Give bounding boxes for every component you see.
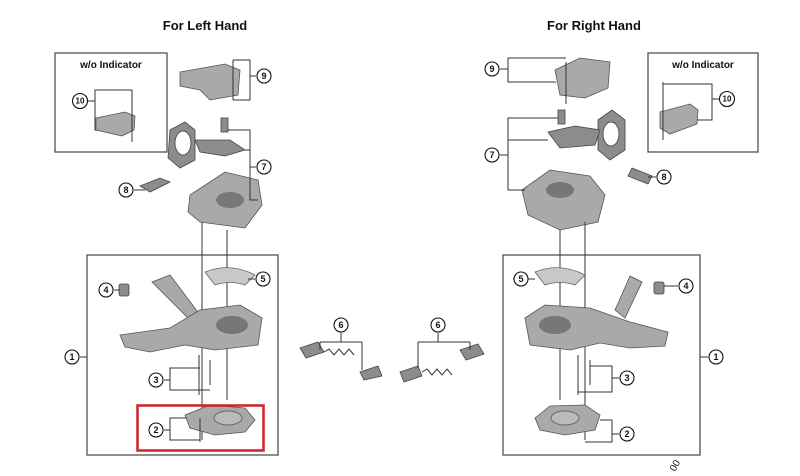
callout-left-10: 10 — [71, 92, 89, 110]
svg-text:5: 5 — [260, 274, 265, 284]
svg-text:5: 5 — [518, 274, 523, 284]
right-parts — [399, 57, 699, 440]
callout-right-7: 7 — [484, 147, 500, 163]
right-hand-heading: For Right Hand — [547, 18, 641, 33]
svg-text:4: 4 — [683, 281, 688, 291]
right-inset-cover — [659, 103, 699, 135]
right-cable-adjuster — [459, 343, 485, 361]
right-clamp-bolt — [627, 167, 653, 185]
right-release-lever — [614, 275, 643, 319]
svg-text:1: 1 — [713, 352, 718, 362]
callout-right-4: 4 — [678, 278, 694, 294]
svg-text:2: 2 — [153, 425, 158, 435]
callout-left-3: 3 — [148, 372, 164, 388]
svg-text:8: 8 — [661, 172, 666, 182]
callout-left-9: 9 — [256, 68, 272, 84]
right-indicator-cover — [554, 57, 611, 99]
svg-text:4: 4 — [103, 285, 108, 295]
callout-right-8: 8 — [656, 169, 672, 185]
svg-text:7: 7 — [489, 150, 494, 160]
left-cable-end — [359, 365, 383, 381]
callout-left-6: 6 — [333, 317, 349, 333]
left-parts — [95, 60, 383, 452]
right-main-box — [502, 254, 701, 456]
callout-left-8: 8 — [118, 182, 134, 198]
cropped-fragment-text: 00 — [668, 458, 683, 474]
right-cable-end — [399, 365, 423, 383]
right-leader-lines — [417, 57, 719, 443]
highlight-box-part-2 — [136, 404, 265, 452]
left-inset-box — [54, 52, 168, 153]
right-spring-plate — [534, 267, 586, 286]
right-inset-label: w/o Indicator — [671, 60, 734, 71]
callout-right-6: 6 — [430, 317, 446, 333]
left-indicator-cover — [179, 63, 241, 101]
svg-text:6: 6 — [338, 320, 343, 330]
svg-text:9: 9 — [261, 71, 266, 81]
left-clamp-bolt — [139, 177, 171, 193]
left-main-box — [86, 254, 279, 456]
callout-left-5: 5 — [255, 271, 271, 287]
svg-text:10: 10 — [76, 97, 85, 106]
left-bushing — [118, 283, 130, 297]
right-main-unit — [524, 304, 669, 351]
callout-right-1: 1 — [708, 349, 724, 365]
callout-left-7: 7 — [256, 159, 272, 175]
svg-text:2: 2 — [624, 429, 629, 439]
left-release-lever — [151, 274, 201, 321]
callout-right-3: 3 — [619, 370, 635, 386]
svg-text:9: 9 — [489, 64, 494, 74]
callout-right-10: 10 — [718, 90, 736, 108]
left-inset-label: w/o Indicator — [79, 60, 142, 71]
svg-text:8: 8 — [123, 185, 128, 195]
svg-text:3: 3 — [624, 373, 629, 383]
left-inset-cover — [95, 111, 136, 137]
right-inset-box — [647, 52, 759, 153]
left-hand-heading: For Left Hand — [163, 18, 248, 33]
callout-left-2: 2 — [148, 422, 164, 438]
callout-left-4: 4 — [98, 282, 114, 298]
left-callouts: 9 7 8 10 5 4 1 3 2 6 — [64, 68, 349, 438]
right-bushing — [653, 281, 665, 295]
left-leader-lines — [80, 59, 363, 441]
right-base-cover — [521, 169, 606, 231]
svg-text:1: 1 — [69, 352, 74, 362]
callout-left-1: 1 — [64, 349, 80, 365]
callout-right-2: 2 — [619, 426, 635, 442]
left-spring-plate — [204, 267, 256, 286]
callout-right-9: 9 — [484, 61, 500, 77]
svg-text:10: 10 — [723, 95, 732, 104]
svg-text:7: 7 — [261, 162, 266, 172]
right-callouts: 9 7 8 10 5 4 1 3 2 6 — [430, 61, 736, 442]
callout-right-5: 5 — [513, 271, 529, 287]
svg-text:6: 6 — [435, 320, 440, 330]
svg-text:3: 3 — [153, 375, 158, 385]
